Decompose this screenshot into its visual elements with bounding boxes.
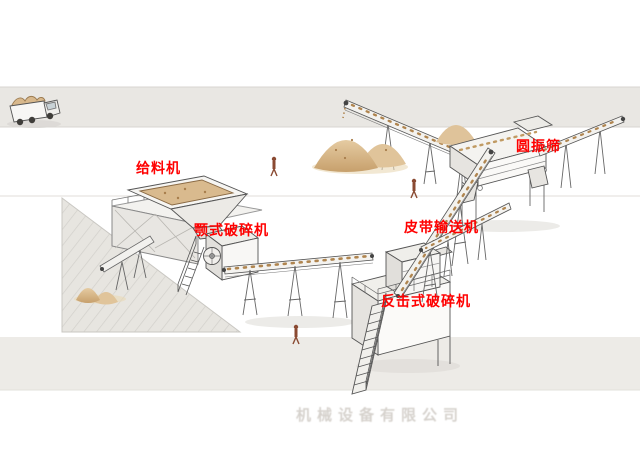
side-discharge-conveyor xyxy=(74,235,155,305)
conveyor-jaw-to-impact xyxy=(222,252,374,328)
label-belt-conveyor: 皮带输送机 xyxy=(404,220,479,236)
conveyor-screen-return xyxy=(419,202,512,277)
label-impact-crusher: 反击式破碎机 xyxy=(381,294,471,310)
label-feeder: 给料机 xyxy=(136,161,181,177)
worker-figure-3 xyxy=(292,324,300,345)
label-vibrating-screen: 圆振筛 xyxy=(516,139,561,155)
feeder-hopper xyxy=(126,175,249,240)
worker-figure-1 xyxy=(270,156,278,177)
ground-bands xyxy=(0,86,640,391)
worker-figure-2 xyxy=(410,178,418,199)
sand-stockpiles xyxy=(312,138,408,174)
dump-truck-illustration xyxy=(7,95,61,128)
screen-feed-pile xyxy=(436,125,476,145)
watermark-text: 机械设备有限公司 xyxy=(295,406,464,424)
conveyor-right-product xyxy=(537,115,626,189)
label-jaw-crusher: 颚式破碎机 xyxy=(194,223,269,239)
